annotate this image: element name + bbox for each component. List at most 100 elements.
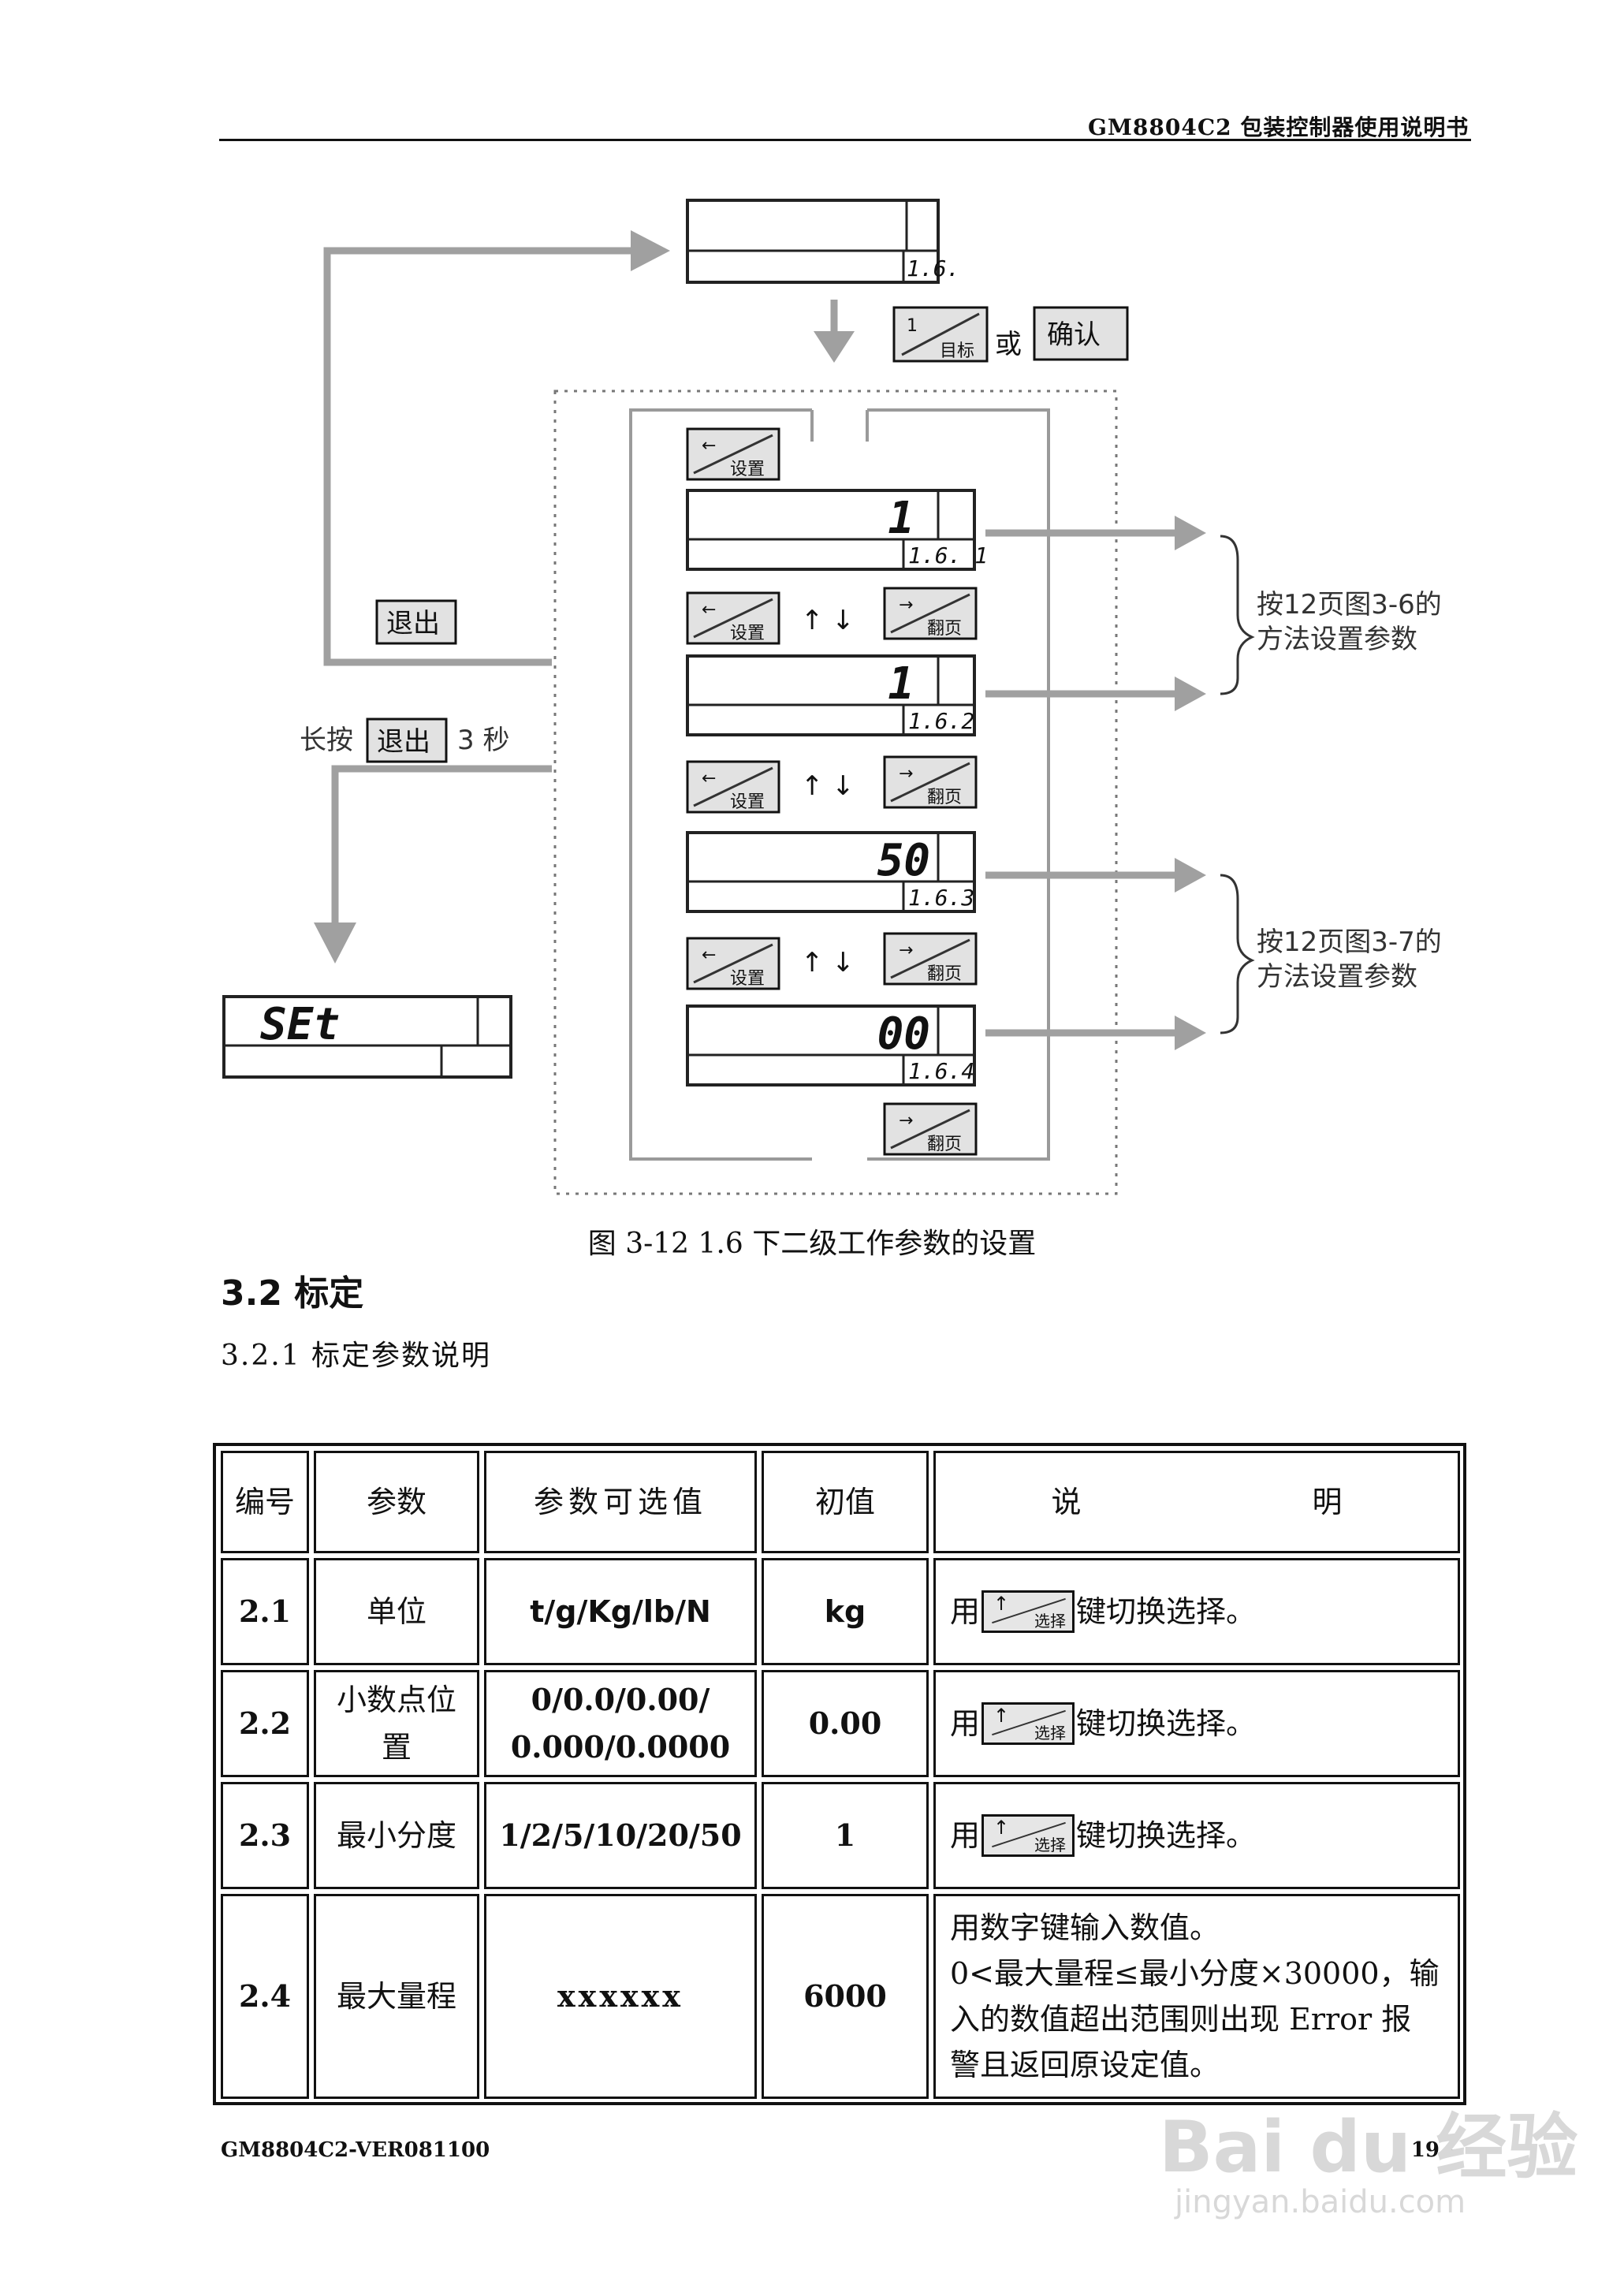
svg-text:50: 50 [877, 835, 930, 886]
note-2-line1: 按12页图3-7的 [1257, 926, 1442, 958]
header-desc-a: 说 [1051, 1485, 1082, 1519]
display-3: 50 1.6.3 [686, 831, 976, 913]
svg-text:1.6.2: 1.6.2 [908, 708, 974, 734]
long-press-arrowhead [314, 922, 356, 964]
svg-text:←: ← [702, 769, 716, 788]
display-4: 00 1.6.4 [686, 1004, 976, 1086]
figure-caption: 图 3-12 1.6 下二级工作参数的设置 [587, 1228, 1037, 1260]
confirm-key[interactable]: 确认 [1033, 306, 1129, 361]
row-2-2-param: 小数点位置 [314, 1670, 479, 1777]
svg-text:1.6.4: 1.6.4 [908, 1058, 974, 1084]
row-2-1-param: 单位 [314, 1558, 479, 1665]
exit-key-long-press[interactable]: 退出 [366, 718, 448, 763]
row-2-1-no: 2.1 [221, 1558, 309, 1665]
select-key[interactable]: ↑选择 [981, 1590, 1075, 1633]
page-key-row1[interactable]: → 翻页 [883, 587, 978, 640]
note-1-line2: 方法设置参数 [1257, 624, 1417, 655]
long-press-prefix: 长按 [300, 725, 353, 756]
or-text: 或 [995, 329, 1022, 360]
header-options: 参数可选值 [484, 1451, 757, 1553]
svg-text:翻页: 翻页 [927, 788, 962, 807]
svg-text:退出: 退出 [377, 726, 430, 758]
exit-arrowhead [631, 230, 670, 271]
svg-text:→: → [899, 1111, 913, 1131]
section-title: 3.2 标定 [221, 1273, 364, 1314]
svg-text:1: 1 [888, 493, 914, 544]
footer-page-number: - 19 - [1395, 2138, 1455, 2162]
svg-text:翻页: 翻页 [927, 964, 962, 984]
loop-left-line [629, 408, 812, 1161]
row-2-2-init: 0.00 [762, 1670, 929, 1777]
svg-text:←: ← [702, 436, 716, 456]
select-key[interactable]: ↑选择 [981, 1814, 1075, 1857]
header-init: 初值 [762, 1451, 929, 1553]
row-2-3-options: 1/2/5/10/20/50 [484, 1782, 757, 1889]
set-key-row3[interactable]: ← 设置 [686, 937, 780, 990]
row-2-4-desc: 用数字键输入数值。 0<最大量程≤最小分度×30000，输 入的数值超出范围则出… [933, 1894, 1460, 2099]
top-display-code: 1.6. [907, 255, 959, 281]
page-key-bottom[interactable]: → 翻页 [883, 1102, 978, 1156]
svg-text:←: ← [702, 945, 716, 965]
row-2-4-options: xxxxxx [484, 1894, 757, 2099]
row-2-2-no: 2.2 [221, 1670, 309, 1777]
set-display: SEt [222, 995, 512, 1079]
svg-text:1: 1 [888, 658, 914, 710]
header-rule [219, 139, 1471, 141]
row-2-4-no: 2.4 [221, 1894, 309, 2099]
exit-flow-line [323, 247, 631, 666]
long-press-flow-line [331, 765, 552, 922]
calibration-parameter-table: 编号 参数 参数可选值 初值 说 明 2.1 单位 t/g/Kg/lb/N kg… [213, 1443, 1466, 2105]
svg-text:翻页: 翻页 [927, 1135, 962, 1154]
row-2-2-options: 0/0.0/0.00/ 0.000/0.0000 [484, 1670, 757, 1777]
exit-key[interactable]: 退出 [375, 599, 457, 645]
select-key[interactable]: ↑选择 [981, 1702, 1075, 1745]
header-desc: 说 明 [933, 1451, 1460, 1553]
baidu-watermark-url: jingyan.baidu.com [1175, 2184, 1466, 2220]
row-2-4-init: 6000 [762, 1894, 929, 2099]
row-2-2-desc: 用 ↑选择 键切换选择。 [933, 1670, 1460, 1777]
long-press-suffix: 3 秒 [457, 725, 509, 756]
svg-text:SEt: SEt [260, 999, 340, 1050]
row-2-1-options: t/g/Kg/lb/N [484, 1558, 757, 1665]
svg-text:设置: 设置 [730, 460, 765, 479]
brace-1 [1220, 535, 1255, 695]
svg-text:1.6. 1: 1.6. 1 [908, 542, 988, 568]
set-key-row2[interactable]: ← 设置 [686, 760, 780, 814]
parameter-flow-diagram: 1.6. 1 目标 或 确认 ← 设置 1 1.6. 1 ← 设置 ↑ ↓ [222, 199, 1442, 1195]
note-2-line2: 方法设置参数 [1257, 961, 1417, 993]
updown-arrows-1: ↑ ↓ [801, 605, 855, 636]
row-2-3-param: 最小分度 [314, 1782, 479, 1889]
brace-2 [1220, 874, 1255, 1034]
svg-text:←: ← [702, 600, 716, 620]
svg-text:→: → [899, 941, 913, 960]
page-key-row3[interactable]: → 翻页 [883, 932, 978, 986]
updown-arrows-3: ↑ ↓ [801, 947, 855, 978]
document-header-title: GM8804C2 包装控制器使用说明书 [1088, 114, 1469, 140]
svg-text:→: → [899, 595, 913, 615]
row-2-3-no: 2.3 [221, 1782, 309, 1889]
svg-text:设置: 设置 [730, 969, 765, 989]
target-key[interactable]: 1 目标 [892, 306, 989, 363]
header-desc-b: 明 [1312, 1485, 1343, 1519]
svg-text:目标: 目标 [940, 341, 974, 361]
row-2-3-init: 1 [762, 1782, 929, 1889]
row-2-3-desc: 用 ↑选择 键切换选择。 [933, 1782, 1460, 1889]
display-2: 1 1.6.2 [686, 654, 976, 736]
set-key[interactable]: ← 设置 [686, 427, 780, 481]
svg-text:设置: 设置 [730, 792, 765, 812]
svg-text:设置: 设置 [730, 624, 765, 643]
row-2-1-desc: 用 ↑选择 键切换选择。 [933, 1558, 1460, 1665]
top-display: 1.6. [686, 199, 959, 284]
header-param: 参数 [314, 1451, 479, 1553]
footer-version: GM8804C2-VER081100 [221, 2138, 490, 2162]
row-2-4-param: 最大量程 [314, 1894, 479, 2099]
row-2-1-init: kg [762, 1558, 929, 1665]
down-arrowhead [814, 331, 855, 363]
svg-text:1.6.3: 1.6.3 [908, 885, 974, 911]
note-1-line1: 按12页图3-6的 [1257, 589, 1442, 621]
svg-text:翻页: 翻页 [927, 619, 962, 639]
page-key-row2[interactable]: → 翻页 [883, 755, 978, 809]
set-key-row1[interactable]: ← 设置 [686, 591, 780, 645]
svg-text:→: → [899, 764, 913, 784]
loop-right-line [867, 408, 1050, 1161]
